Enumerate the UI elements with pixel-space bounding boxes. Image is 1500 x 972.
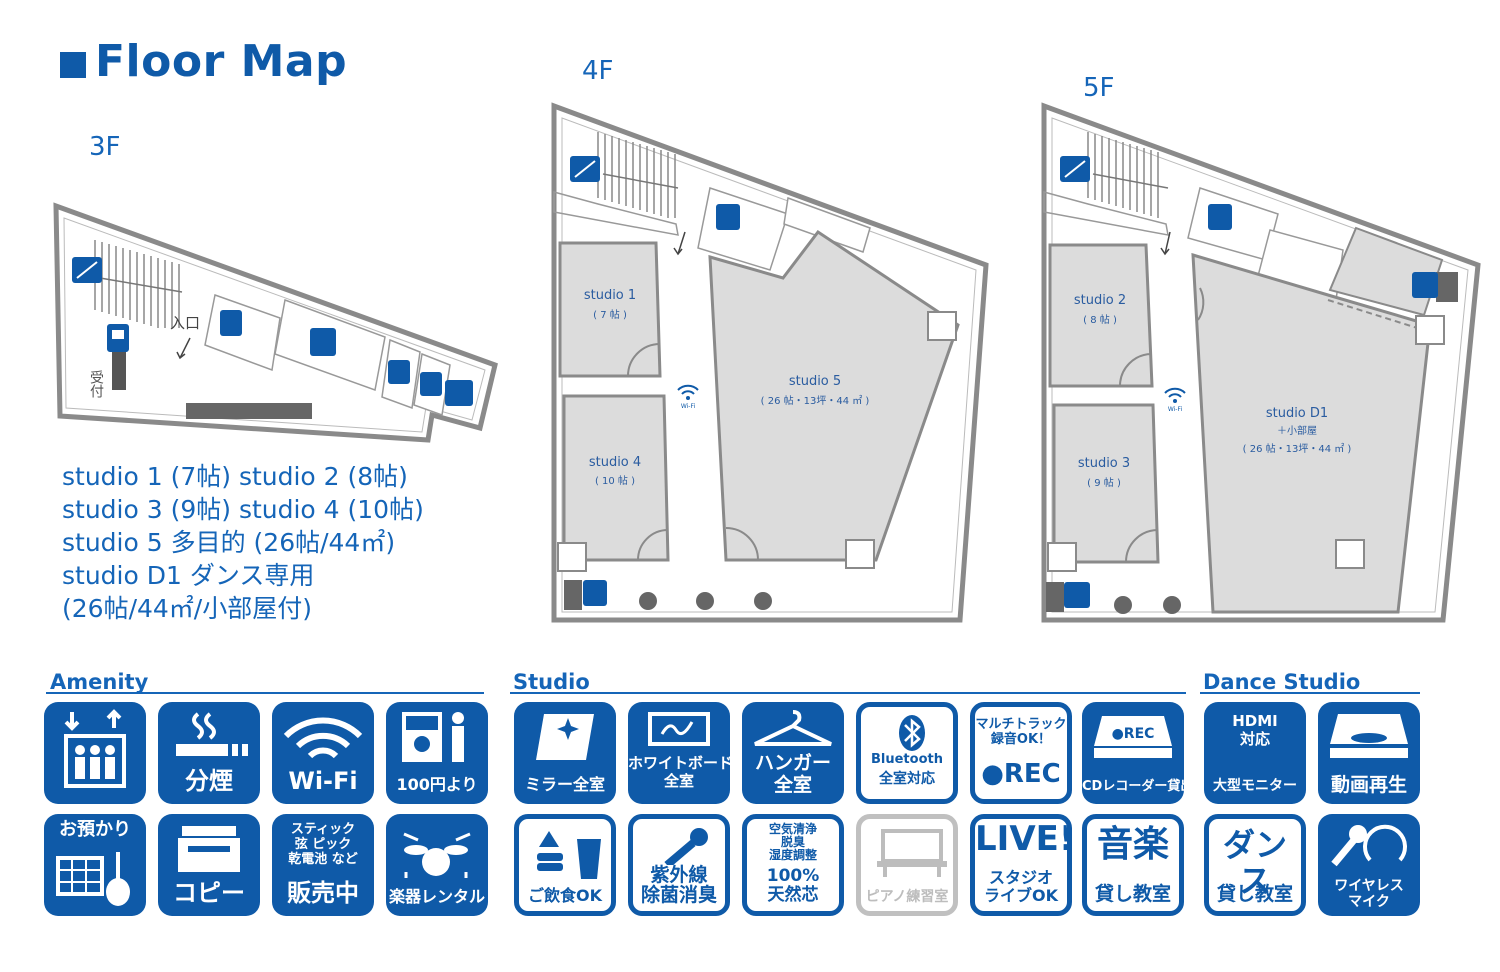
elevator-icon [1208,204,1232,230]
section-dance-studio: Dance Studio [1203,670,1361,694]
studio-list: studio 1 (7帖) studio 2 (8帖) studio 3 (9帖… [62,460,424,625]
studioD1-label: studio D1 [1266,406,1328,421]
section-divider [46,692,484,694]
hanger-tile: ハンガー 全室 [742,702,844,804]
guitar-locker-icon [56,852,130,906]
bluetooth-tile: Bluetooth 全室対応 [856,702,958,804]
mirror-tile: ミラー全室 [514,702,616,804]
restroom-icon [1412,272,1438,298]
vending-machine-icon [402,712,464,762]
entrance-label: 入口 [170,314,200,332]
svg-text:( 7 帖 ): ( 7 帖 ) [593,308,627,321]
air-tile: 空気清浄 脱臭 湿度調整 100% 天然芯 [742,814,844,916]
floor-map-5f: studio 2 ( 8 帖 ) studio 3 ( 9 帖 ) studio… [1041,102,1481,623]
wifi-icon: Wi-Fi [1164,387,1186,413]
whiteboard-icon [648,712,710,746]
studio1-label: studio 1 [584,288,636,303]
piano-tile: ピアノ練習室 [856,814,958,916]
hdmi-tile: HDMI 対応 大型モニター [1204,702,1306,804]
elevator-icon [716,204,740,230]
copy-tile: コピー [158,814,260,916]
svg-text:( 26 帖・13坪・44 ㎡ ): ( 26 帖・13坪・44 ㎡ ) [1243,442,1352,455]
svg-text:＋小部屋: ＋小部屋 [1277,424,1317,437]
elevator-icon [220,310,242,336]
studio3-label: studio 3 [1078,456,1130,471]
svg-text:( 9 帖 ): ( 9 帖 ) [1087,476,1121,489]
cd-recorder-tile: ●REC CDレコーダー貸出 [1082,702,1184,804]
video-tile: 動画再生 [1318,702,1420,804]
restroom-icon [420,372,442,396]
live-tile: LIVE! スタジオ ライブOK [970,814,1072,916]
mirror-icon [536,714,594,760]
wifi-icon: Wi-Fi [677,384,699,410]
drum-kit-icon [403,832,471,878]
wifi-icon [283,717,363,759]
bluetooth-icon [899,715,925,751]
section-amenity: Amenity [50,670,149,694]
cd-recorder-icon: ●REC [1094,716,1172,758]
section-divider [510,692,1186,694]
locker-icon [310,328,336,356]
multitrack-tile: マルチトラック 録音OK！ ●REC [970,702,1072,804]
smoking-icon [176,712,248,756]
vending-icon [1064,582,1090,608]
floor-map-3f: 受付 入口 [53,202,498,443]
floor-map-4f: studio 1 ( 7 帖 ) studio 4 ( 10 帖 ) studi… [551,102,989,623]
shop-tile: スティック 弦 ピック 乾電池 など 販売中 [272,814,374,916]
wifi-tile: Wi-Fi [272,702,374,804]
svg-text:( 26 帖・13坪・44 ㎡ ): ( 26 帖・13坪・44 ㎡ ) [761,394,870,407]
studio4-label: studio 4 [589,455,641,470]
elevator-tile [44,702,146,804]
studio-list-line: studio 3 (9帖) studio 4 (10帖) [62,495,424,524]
studio-list-line: studio 1 (7帖) studio 2 (8帖) [62,462,408,491]
dance-class-tile: ダンス 貸し教室 [1204,814,1306,916]
title-square-icon [60,52,86,78]
wireless-mic-icon [1331,824,1407,867]
locker-tile: お預かり [44,814,146,916]
svg-text:●REC: ●REC [1112,726,1155,742]
piano-icon [877,829,947,877]
wireless-mic-tile: ワイヤレス マイク [1318,814,1420,916]
uv-tile: 紫外線 除菌消臭 [628,814,730,916]
food-drink-icon [537,831,601,879]
food-tile: ご飲食OK [514,814,616,916]
svg-text:Wi-Fi: Wi-Fi [681,403,696,410]
svg-text:受付: 受付 [88,370,104,399]
elevator-icon [64,709,126,788]
studio2-label: studio 2 [1074,293,1126,308]
svg-text:( 10 帖 ): ( 10 帖 ) [595,474,635,487]
vending-tile: 100円より [386,702,488,804]
floor-label-4f: 4F [582,56,614,86]
restroom-icon [388,360,410,384]
microphone-icon [664,828,708,865]
svg-text:Wi-Fi: Wi-Fi [1168,406,1183,413]
music-class-tile: 音楽 貸し教室 [1082,814,1184,916]
floor-label-3f: 3F [89,132,121,162]
smoking-tile: 分煙 [158,702,260,804]
player-icon [1330,714,1408,758]
floor-label-5f: 5F [1083,73,1115,103]
page-title: Floor Map [95,36,348,87]
section-studio: Studio [513,670,590,694]
copier-icon [178,826,240,872]
studio-list-line: studio 5 多目的 (26帖/44㎡) [62,528,396,557]
whiteboard-tile: ホワイトボード 全室 [628,702,730,804]
studio-list-line: (26帖/44㎡/小部屋付) [62,594,312,623]
smoking-icon [445,380,473,406]
hanger-icon [754,710,832,746]
studio5-label: studio 5 [789,374,841,389]
rental-tile: 楽器レンタル [386,814,488,916]
studio-list-line: studio D1 ダンス専用 [62,561,315,590]
vending-icon [583,580,607,606]
section-divider [1200,692,1420,694]
svg-text:( 8 帖 ): ( 8 帖 ) [1083,313,1117,326]
